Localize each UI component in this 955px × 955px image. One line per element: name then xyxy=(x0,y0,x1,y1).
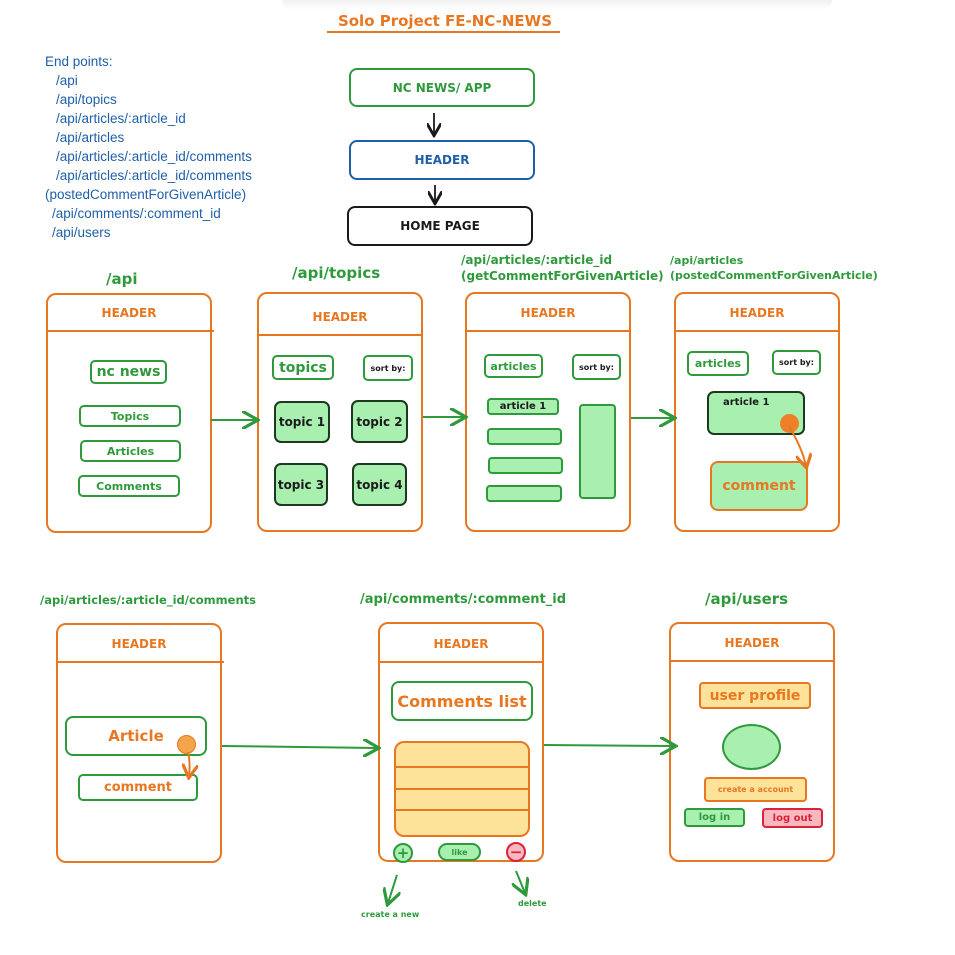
endpoint-item: /api/topics xyxy=(56,92,117,107)
frame-header: HEADER xyxy=(729,306,785,320)
topics-button[interactable]: Topics xyxy=(79,405,181,427)
plus-icon[interactable]: + xyxy=(393,843,413,863)
articles-heading: articles xyxy=(484,354,543,378)
flow-arrow xyxy=(516,870,525,893)
frame-sublabel-article-id: (getCommentForGivenArticle) xyxy=(461,269,664,283)
comment-dot xyxy=(177,735,196,754)
app-box: NC NEWS/ APP xyxy=(349,68,535,107)
flow-arrow xyxy=(188,751,190,776)
create-account-button[interactable]: create a account xyxy=(704,777,807,802)
sort-by-button[interactable]: sort by: xyxy=(772,350,821,375)
header-divider xyxy=(48,330,214,332)
articles-button[interactable]: Articles xyxy=(80,440,181,462)
comments-side-panel xyxy=(579,404,616,499)
topic-card[interactable]: topic 4 xyxy=(352,463,407,506)
frame-label-article-id: /api/articles/:article_id xyxy=(461,253,613,267)
endpoints-heading: End points: xyxy=(45,54,113,69)
frame-header: HEADER xyxy=(433,637,489,651)
top-shadow-bar xyxy=(282,0,832,10)
endpoint-item: /api/articles/:article_id xyxy=(56,111,186,126)
sort-by-button[interactable]: sort by: xyxy=(363,355,413,381)
nc-news-logo: nc news xyxy=(90,360,167,384)
login-button[interactable]: log in xyxy=(684,808,745,827)
logout-button[interactable]: log out xyxy=(762,808,823,828)
endpoint-item: /api/articles xyxy=(56,130,125,145)
flow-arrow xyxy=(388,874,397,903)
comments-button[interactable]: Comments xyxy=(78,475,180,497)
frame-header: HEADER xyxy=(111,637,167,651)
article-list-item[interactable] xyxy=(487,428,562,445)
article-box[interactable]: Article xyxy=(65,716,207,756)
frame-label-topics: /api/topics xyxy=(292,264,381,282)
avatar xyxy=(722,724,781,770)
comment-dot xyxy=(780,414,799,433)
sort-by-button[interactable]: sort by: xyxy=(572,354,621,380)
endpoint-item: /api/comments/:comment_id xyxy=(52,206,221,221)
comment-row-divider xyxy=(396,766,528,768)
frame-header: HEADER xyxy=(312,310,368,324)
endpoint-item: (postedCommentForGivenArticle) xyxy=(45,187,247,202)
comments-list-heading: Comments list xyxy=(391,681,533,721)
title-underline xyxy=(327,31,560,33)
header-divider xyxy=(58,661,224,663)
comments-list-panel xyxy=(394,741,530,837)
topic-card[interactable]: topic 3 xyxy=(274,463,328,506)
frame-sublabel-articles: (postedCommentForGivenArticle) xyxy=(670,269,878,282)
frame-header: HEADER xyxy=(724,636,780,650)
endpoint-item: /api xyxy=(56,73,78,88)
frame-label-articles: /api/articles xyxy=(670,254,744,267)
minus-icon[interactable]: − xyxy=(506,842,526,862)
frame-label-users: /api/users xyxy=(705,590,789,608)
flow-header-box: HEADER xyxy=(349,140,535,180)
endpoint-item: /api/articles/:article_id/comments xyxy=(56,168,252,183)
flow-arrow xyxy=(788,425,806,466)
article-list-item[interactable] xyxy=(486,485,562,502)
endpoint-item: /api/articles/:article_id/comments xyxy=(56,149,252,164)
delete-label: delete xyxy=(518,899,547,908)
topics-heading: topics xyxy=(272,355,334,380)
frame-label-article-comments: /api/articles/:article_id/comments xyxy=(40,593,256,607)
flow-arrow xyxy=(543,745,674,746)
article-list-item[interactable]: article 1 xyxy=(487,398,559,415)
articles-heading: articles xyxy=(687,351,749,376)
header-divider xyxy=(467,330,630,332)
home-page-box: HOME PAGE xyxy=(347,206,533,246)
comment-box[interactable]: comment xyxy=(710,461,808,511)
flow-arrow xyxy=(221,746,377,748)
create-new-label: create a new xyxy=(361,910,420,919)
frame-label-api: /api xyxy=(106,270,138,288)
header-divider xyxy=(380,661,544,663)
endpoints-list: End points: /api /api/topics /api/articl… xyxy=(45,52,252,242)
endpoint-item: /api/users xyxy=(52,225,111,240)
header-divider xyxy=(671,660,835,662)
header-divider xyxy=(258,334,423,336)
topic-card[interactable]: topic 1 xyxy=(274,401,330,443)
article-list-item[interactable] xyxy=(488,457,563,474)
page-title: Solo Project FE-NC-NEWS xyxy=(337,12,553,30)
like-button[interactable]: like xyxy=(438,843,481,861)
frame-header: HEADER xyxy=(520,306,576,320)
comment-row-divider xyxy=(396,809,528,811)
header-divider xyxy=(676,330,840,332)
comment-box[interactable]: comment xyxy=(78,774,198,801)
topic-card[interactable]: topic 2 xyxy=(351,400,408,443)
frame-label-comment-id: /api/comments/:comment_id xyxy=(360,592,567,607)
user-profile-heading: user profile xyxy=(699,682,811,709)
comment-row-divider xyxy=(396,788,528,790)
frame-header: HEADER xyxy=(101,306,157,320)
